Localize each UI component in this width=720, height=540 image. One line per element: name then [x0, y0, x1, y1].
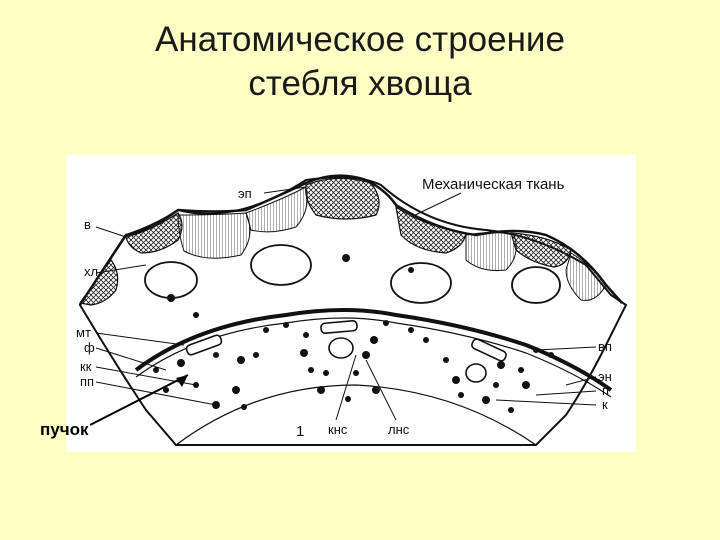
label-vp: вп	[598, 339, 612, 354]
endodermis-inner	[135, 317, 612, 398]
title-line-2: стебля хвоща	[248, 64, 472, 103]
label-mt: мт	[76, 325, 91, 340]
air-cavity-3	[390, 262, 452, 304]
slide-title: Анатомическое строение стебля хвоща	[0, 18, 720, 106]
chlorenchyma-1	[177, 212, 251, 259]
label-p: п	[602, 383, 610, 398]
label-k: к	[602, 397, 608, 412]
central-cavity	[175, 384, 537, 446]
label-pp: пп	[80, 374, 95, 389]
label-hl: хл	[84, 264, 99, 279]
mech-tissue-far-right	[510, 232, 572, 268]
chlorenchyma-2	[465, 232, 517, 271]
chlorenchyma-3	[245, 186, 308, 233]
bundle-left-phloem	[185, 334, 223, 356]
mech-tissue-left	[125, 212, 183, 254]
label-kk: кк	[80, 359, 92, 374]
leader-lines	[95, 186, 597, 421]
bundle-right-phloem	[471, 338, 507, 362]
endodermis-line	[134, 308, 613, 392]
label-kns: кнс	[328, 422, 348, 437]
cell-dots	[153, 254, 554, 413]
stem-cross-section-diagram: эп Механическая ткань в хл мт ф кк пп вп…	[66, 155, 636, 452]
mech-tissue-top	[305, 177, 380, 220]
label-v: в	[84, 217, 91, 232]
air-cavity-2	[250, 244, 312, 286]
title-line-1: Анатомическое строение	[155, 20, 565, 59]
label-one: 1	[296, 423, 305, 440]
epidermis-ridge	[78, 174, 623, 306]
label-lns: лнс	[388, 422, 410, 437]
chlorenchyma-4	[565, 252, 607, 301]
bundle-mid-phloem	[320, 319, 358, 335]
diagram-drawing	[78, 174, 628, 446]
bundle-mid-canal	[328, 337, 354, 359]
label-en: эн	[598, 369, 612, 384]
label-mech-tissue: Механическая ткань	[422, 176, 565, 193]
label-f: ф	[84, 340, 95, 355]
label-ep: эп	[238, 186, 252, 201]
air-cavity-4	[511, 266, 561, 304]
label-bundle: пучок	[40, 420, 89, 439]
mech-tissue-right	[395, 205, 467, 254]
bundle-right-canal	[465, 363, 487, 383]
